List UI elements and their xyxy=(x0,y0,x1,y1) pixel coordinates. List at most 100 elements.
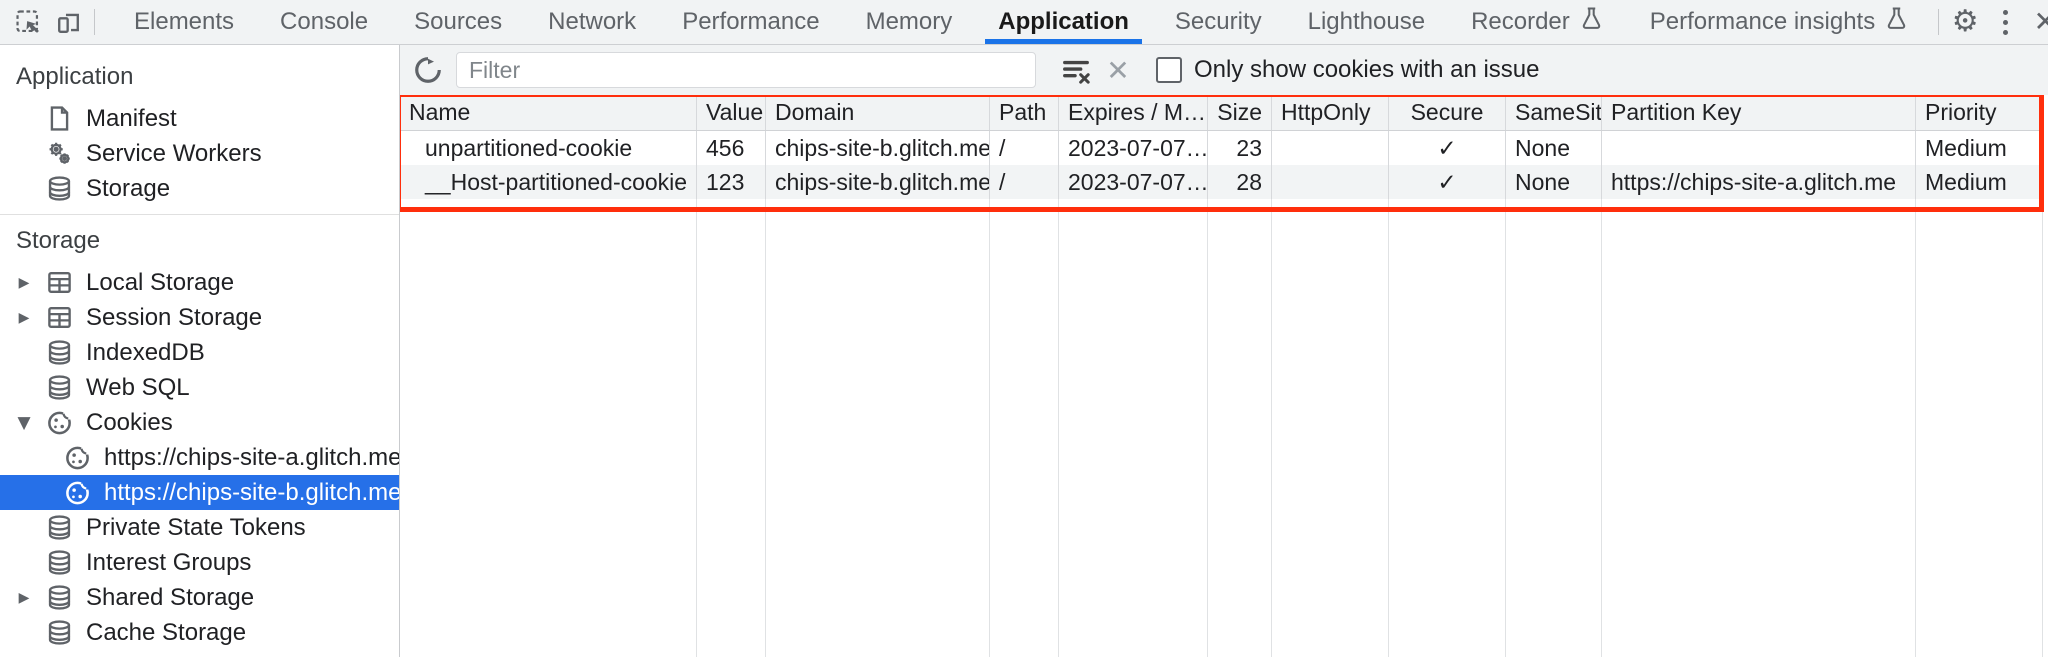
sidebar-item-web-sql[interactable]: Web SQL xyxy=(0,370,399,405)
sidebar-item-interest-groups[interactable]: Interest Groups xyxy=(0,545,399,580)
cell-samesite[interactable]: None xyxy=(1506,165,1602,199)
tab-label: Lighthouse xyxy=(1307,8,1426,35)
empty-column xyxy=(1059,199,1208,657)
clear-filter-icon[interactable] xyxy=(1054,48,1098,92)
tab-network[interactable]: Network xyxy=(525,0,659,44)
column-header-secure[interactable]: Secure xyxy=(1389,95,1506,130)
delete-icon[interactable]: ✕ xyxy=(1106,54,1130,86)
sidebar-item-cache-storage[interactable]: Cache Storage xyxy=(0,615,399,650)
sidebar-item-service-workers[interactable]: Service Workers xyxy=(0,136,399,171)
cell-httponly[interactable] xyxy=(1272,165,1389,199)
cell-secure[interactable]: ✓ xyxy=(1389,131,1506,165)
chevron-collapsed-icon[interactable]: ▶ xyxy=(18,309,30,326)
tab-application[interactable]: Application xyxy=(975,0,1152,44)
sidebar-item-session-storage[interactable]: ▶Session Storage xyxy=(0,300,399,335)
cell-expires[interactable]: 2023-07-07… xyxy=(1059,131,1208,165)
cookies-filter-bar: ✕ Only show cookies with an issue xyxy=(400,45,2048,95)
cell-expires[interactable]: 2023-07-07… xyxy=(1059,165,1208,199)
tab-lighthouse[interactable]: Lighthouse xyxy=(1285,0,1448,44)
cell-name[interactable]: __Host-partitioned-cookie xyxy=(400,165,697,199)
cell-size[interactable]: 28 xyxy=(1208,165,1272,199)
sidebar-item-shared-storage[interactable]: ▶ Shared Storage xyxy=(0,580,399,615)
device-toolbar-icon[interactable] xyxy=(48,2,88,42)
only-issue-checkbox[interactable] xyxy=(1156,57,1182,83)
sidebar-item-manifest[interactable]: Manifest xyxy=(0,101,399,136)
tab-memory[interactable]: Memory xyxy=(843,0,976,44)
cell-samesite[interactable]: None xyxy=(1506,131,1602,165)
cell-size[interactable]: 23 xyxy=(1208,131,1272,165)
manifest-document-icon xyxy=(46,105,73,132)
sidebar-item-cookies[interactable]: ▼Cookies xyxy=(0,405,399,440)
column-header-expires-m[interactable]: Expires / M… xyxy=(1059,95,1208,130)
more-kebab-icon[interactable] xyxy=(1985,2,2025,42)
empty-column xyxy=(1272,199,1389,657)
tab-console[interactable]: Console xyxy=(257,0,391,44)
database-icon xyxy=(46,619,73,646)
tab-performance[interactable]: Performance xyxy=(659,0,842,44)
column-header-priority[interactable]: Priority xyxy=(1925,99,1997,125)
cell-value[interactable]: 456 xyxy=(697,131,766,165)
sidebar-item-storage[interactable]: Storage xyxy=(0,171,399,206)
cell-priority[interactable]: Medium xyxy=(1925,134,2007,161)
cell-priority[interactable]: Medium xyxy=(1925,168,2007,195)
cell-secure[interactable]: ✓ xyxy=(1389,165,1506,199)
sidebar-item-indexeddb[interactable]: IndexedDB xyxy=(0,335,399,370)
filter-input[interactable] xyxy=(456,52,1036,88)
cell-path[interactable]: / xyxy=(990,165,1059,199)
cell-httponly[interactable] xyxy=(1272,131,1389,165)
tab-label: Performance xyxy=(682,8,820,35)
column-header-size[interactable]: Size xyxy=(1208,95,1272,130)
sidebar-item-local-storage[interactable]: ▶Local Storage xyxy=(0,265,399,300)
chevron-expanded-icon[interactable]: ▼ xyxy=(17,412,31,433)
tab-recorder[interactable]: Recorder xyxy=(1448,0,1627,44)
tab-sources[interactable]: Sources xyxy=(391,0,525,44)
cell-path[interactable]: / xyxy=(990,131,1059,165)
cell-value[interactable]: 123 xyxy=(697,165,766,199)
tab-security[interactable]: Security xyxy=(1152,0,1285,44)
tab-label: Performance insights xyxy=(1649,8,1876,35)
settings-gear-icon[interactable]: ⚙ xyxy=(1951,4,1979,39)
column-header-domain[interactable]: Domain xyxy=(766,95,990,130)
cookie-icon xyxy=(64,444,91,471)
cell-partitionkey[interactable] xyxy=(1602,131,1916,165)
tab-performance-insights[interactable]: Performance insights xyxy=(1627,0,1932,44)
close-icon[interactable]: ✕ xyxy=(2033,6,2048,37)
column-header-name[interactable]: Name xyxy=(400,95,697,130)
cell-domain[interactable]: chips-site-b.glitch.me xyxy=(766,165,990,199)
toolbar-right-controls: ⚙ ✕ xyxy=(1932,2,2048,42)
inspect-icon[interactable] xyxy=(8,2,48,42)
tab-label: Recorder xyxy=(1471,8,1570,35)
sidebar-item-label: Web SQL xyxy=(86,373,190,401)
column-header-path[interactable]: Path xyxy=(990,95,1059,130)
refresh-icon[interactable] xyxy=(406,48,450,92)
sidebar-item-private-state-tokens[interactable]: Private State Tokens xyxy=(0,510,399,545)
database-icon xyxy=(46,175,73,202)
chevron-collapsed-icon[interactable]: ▶ xyxy=(18,589,30,606)
cell-domain[interactable]: chips-site-b.glitch.me xyxy=(766,131,990,165)
chevron-collapsed-icon[interactable]: ▶ xyxy=(18,274,30,291)
cell-partitionkey[interactable]: https://chips-site-a.glitch.me xyxy=(1602,165,1916,199)
only-issue-label[interactable]: Only show cookies with an issue xyxy=(1194,56,1540,83)
empty-column xyxy=(697,199,766,657)
column-header-value[interactable]: Value xyxy=(697,95,766,130)
sidebar-item-label: Shared Storage xyxy=(86,583,255,611)
database-icon xyxy=(46,549,73,576)
empty-column xyxy=(1506,199,1602,657)
column-header-partition-key[interactable]: Partition Key xyxy=(1602,95,1916,130)
tab-elements[interactable]: Elements xyxy=(111,0,257,44)
sidebar-item-https-chips-site-a-glitch-me[interactable]: https://chips-site-a.glitch.me xyxy=(0,440,399,475)
database-icon xyxy=(46,584,73,611)
tab-label: Memory xyxy=(865,8,953,35)
column-header-samesite[interactable]: SameSite xyxy=(1506,95,1602,130)
empty-column xyxy=(1389,199,1506,657)
column-header-httponly[interactable]: HttpOnly xyxy=(1272,95,1389,130)
sidebar-item-https-chips-site-b-glitch-me[interactable]: https://chips-site-b.glitch.me xyxy=(0,475,399,510)
experiment-flask-icon xyxy=(1884,6,1909,38)
service-workers-gears-icon xyxy=(46,140,73,167)
empty-column xyxy=(990,199,1059,657)
cell-name[interactable]: unpartitioned-cookie xyxy=(400,131,697,165)
